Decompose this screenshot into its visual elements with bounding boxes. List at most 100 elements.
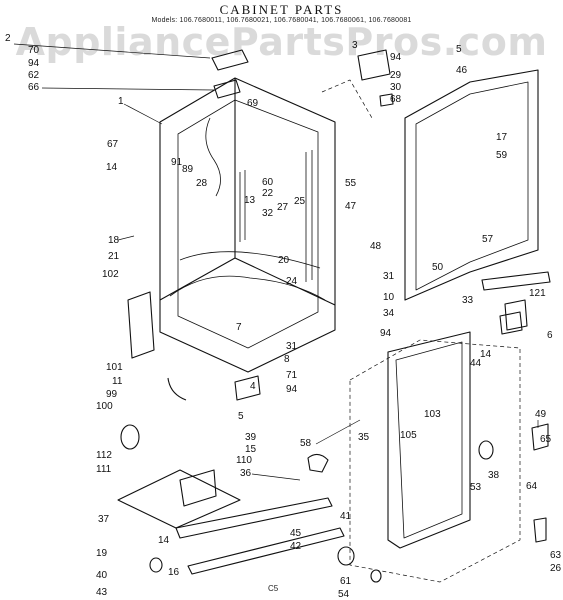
cabinet-tube-left bbox=[239, 170, 246, 242]
callout-l-38: 38 bbox=[488, 470, 500, 481]
latch-64 bbox=[533, 517, 547, 543]
callout-l-5a: 5 bbox=[456, 44, 462, 55]
callout-l-31b: 31 bbox=[286, 341, 298, 352]
roller-40 bbox=[149, 557, 163, 573]
cabinet-inner-wall bbox=[177, 99, 319, 349]
callout-l-13: 13 bbox=[244, 195, 256, 206]
cabinet-divider bbox=[179, 251, 321, 269]
cabinet-back-edge bbox=[159, 78, 336, 306]
leader-66 bbox=[41, 87, 215, 91]
callout-l-26: 26 bbox=[550, 563, 562, 574]
callout-l-11: 11 bbox=[112, 376, 123, 387]
callout-l-47: 47 bbox=[345, 201, 357, 212]
callout-l-94b: 94 bbox=[390, 52, 402, 63]
callout-l-14c: 14 bbox=[158, 535, 170, 546]
callout-l-27: 27 bbox=[277, 202, 289, 213]
callout-l-14b: 14 bbox=[480, 349, 492, 360]
callout-l-71: 71 bbox=[286, 370, 298, 381]
base-rail-lower bbox=[187, 527, 345, 575]
callout-l-50: 50 bbox=[432, 262, 444, 273]
callout-l-49: 49 bbox=[535, 409, 547, 420]
callout-l-20: 20 bbox=[278, 255, 290, 266]
callout-l-69: 69 bbox=[247, 98, 259, 109]
callout-l-28: 28 bbox=[196, 178, 208, 189]
callout-l-5b: 5 bbox=[238, 411, 244, 422]
callout-l-33: 33 bbox=[462, 295, 474, 306]
callout-l-30: 30 bbox=[390, 82, 402, 93]
door-dashed-outline bbox=[349, 339, 521, 583]
dashed-leader bbox=[321, 79, 373, 119]
bottom-trim bbox=[481, 271, 551, 291]
callout-l-24: 24 bbox=[286, 276, 298, 287]
top-hinge-plate bbox=[213, 79, 241, 99]
callout-l-18: 18 bbox=[108, 235, 120, 246]
callout-l-40: 40 bbox=[96, 570, 108, 581]
compressor-block bbox=[179, 469, 217, 507]
callout-l-94d: 94 bbox=[286, 384, 298, 395]
left-bracket bbox=[127, 291, 155, 359]
callout-l-101: 101 bbox=[106, 362, 123, 373]
knob-38 bbox=[478, 440, 494, 460]
cabinet-wire bbox=[205, 117, 221, 197]
callout-l-112: 112 bbox=[96, 450, 112, 461]
top-hinge bbox=[211, 49, 249, 71]
base-plate bbox=[117, 469, 241, 529]
callout-l-68: 68 bbox=[390, 94, 402, 105]
leader-58 bbox=[315, 419, 361, 445]
callout-l-54: 54 bbox=[338, 589, 350, 600]
callout-l-4: 4 bbox=[250, 381, 256, 392]
leader-18 bbox=[117, 235, 135, 241]
cabinet-shell bbox=[159, 77, 336, 373]
callout-l-63: 63 bbox=[550, 550, 562, 561]
callout-l-100: 100 bbox=[96, 401, 113, 412]
callout-l-44: 44 bbox=[470, 358, 482, 369]
callout-l-29: 29 bbox=[390, 70, 402, 81]
callout-l-34: 34 bbox=[383, 308, 395, 319]
bumper-54 bbox=[370, 569, 382, 583]
callout-l-55: 55 bbox=[345, 178, 357, 189]
callout-l-21: 21 bbox=[108, 251, 120, 262]
callout-l-62: 62 bbox=[28, 70, 40, 81]
leader-2 bbox=[13, 43, 211, 59]
callout-l-45: 45 bbox=[290, 528, 302, 539]
small-bracket bbox=[234, 375, 261, 401]
callout-l-8: 8 bbox=[284, 354, 290, 365]
callout-l-61: 61 bbox=[340, 576, 352, 587]
callout-l-37: 37 bbox=[98, 514, 110, 525]
callout-l-1: 1 bbox=[118, 96, 124, 107]
callout-l-53: 53 bbox=[470, 482, 482, 493]
callout-l-67: 67 bbox=[107, 139, 119, 150]
base-rail-upper bbox=[175, 497, 333, 539]
button-33 bbox=[499, 311, 523, 335]
callout-l-14a: 14 bbox=[106, 162, 118, 173]
drip-tube bbox=[167, 377, 187, 401]
callout-l-102: 102 bbox=[102, 269, 119, 280]
leader-1 bbox=[123, 103, 163, 125]
callout-l-36: 36 bbox=[240, 468, 252, 479]
callout-l-65: 65 bbox=[540, 434, 552, 445]
callout-l-6: 6 bbox=[547, 330, 553, 341]
callout-l-19: 19 bbox=[96, 548, 108, 559]
callout-l-3: 3 bbox=[352, 40, 358, 51]
latch-65 bbox=[531, 423, 549, 451]
callout-l-39: 39 bbox=[245, 432, 257, 443]
cabinet-tube-right bbox=[305, 150, 313, 282]
callout-l-41: 41 bbox=[340, 511, 352, 522]
callout-l-35: 35 bbox=[358, 432, 370, 443]
callout-l-94a: 94 bbox=[28, 58, 40, 69]
callout-l-22: 22 bbox=[262, 188, 274, 199]
leader-36 bbox=[251, 473, 301, 481]
right-bracket bbox=[504, 299, 528, 331]
cabinet-floor bbox=[169, 275, 326, 301]
callout-l-59: 59 bbox=[496, 150, 508, 161]
diagram-title: CABINET PARTS bbox=[219, 2, 344, 17]
callout-l-17: 17 bbox=[496, 132, 508, 143]
callout-l-32: 32 bbox=[262, 208, 274, 219]
footer-code: C5 bbox=[268, 584, 279, 593]
callout-l-43: 43 bbox=[96, 587, 108, 598]
door-gasket-frame bbox=[404, 69, 539, 301]
callout-l-64: 64 bbox=[526, 481, 538, 492]
callout-l-58: 58 bbox=[300, 438, 312, 449]
